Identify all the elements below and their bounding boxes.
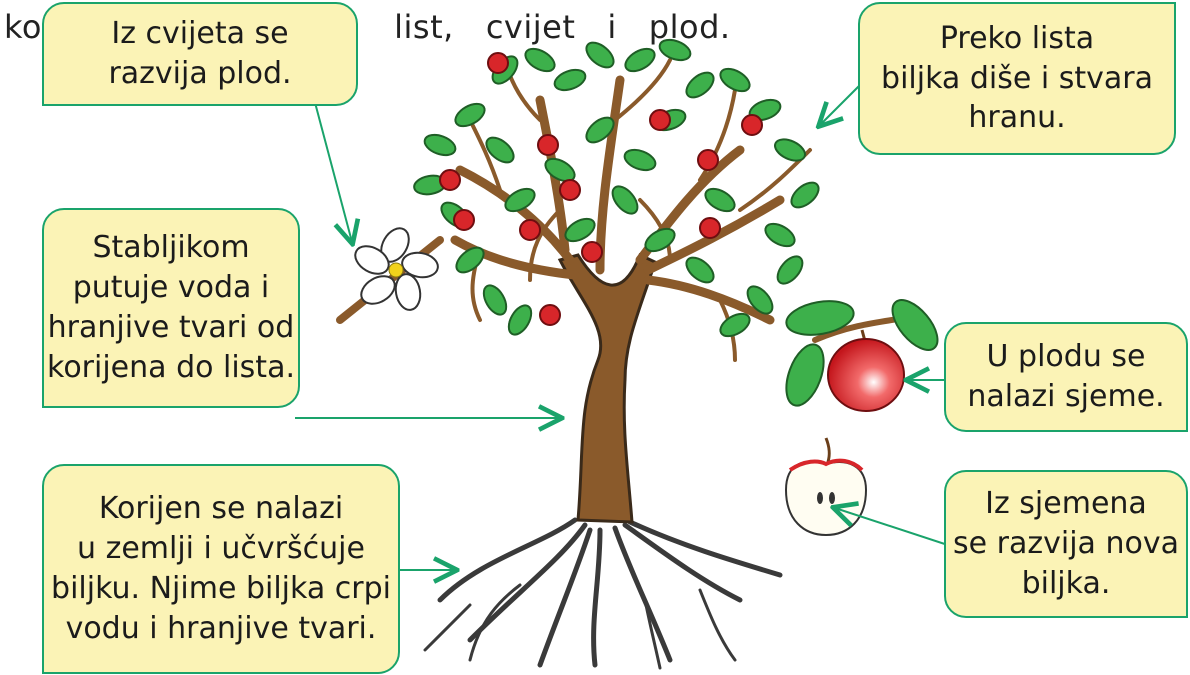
- connector-arrows: [295, 84, 964, 570]
- fruit-label: U plodu se nalazi sjeme.: [967, 339, 1165, 414]
- leaf-label: Preko lista biljka diše i stvara hranu.: [881, 20, 1153, 136]
- root-label: Korijen se nalazi u zemlji i učvršćuje b…: [51, 491, 391, 646]
- flower-icon: [336, 227, 444, 324]
- tree-illustration: [413, 38, 820, 670]
- stem-label: Stabljikom putuje voda i hranjive tvari …: [47, 230, 295, 385]
- tree-apples: [439, 52, 763, 326]
- seed-label: Iz sjemena se razvija nova biljka.: [953, 486, 1179, 601]
- flower-label: Iz cvijeta se razvija plod.: [108, 16, 292, 91]
- stem-label-box: Stabljikom putuje voda i hranjive tvari …: [42, 208, 300, 408]
- apple-icon: [785, 299, 939, 412]
- root-system: [423, 517, 783, 670]
- apple-half-icon: [784, 437, 868, 537]
- fruit-label-box: U plodu se nalazi sjeme.: [944, 322, 1188, 432]
- root-label-box: Korijen se nalazi u zemlji i učvršćuje b…: [42, 464, 400, 674]
- trunk: [557, 252, 657, 524]
- header-sentence: ko list, cvijet i plod.: [4, 8, 731, 46]
- leaf-label-box: Preko lista biljka diše i stvara hranu.: [858, 2, 1176, 155]
- flower-label-box: Iz cvijeta se razvija plod.: [42, 2, 358, 106]
- seed-label-box: Iz sjemena se razvija nova biljka.: [944, 470, 1188, 618]
